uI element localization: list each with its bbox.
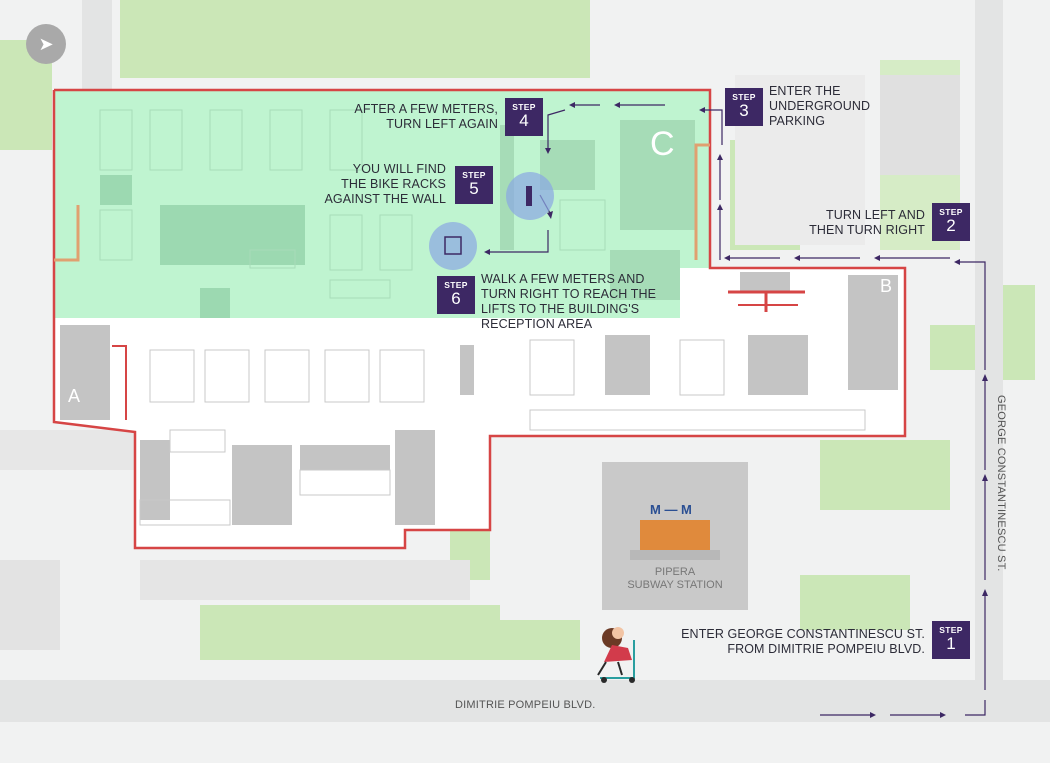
bike-rack-icon xyxy=(526,186,532,206)
building-label-a: A xyxy=(68,386,81,406)
lift-icon xyxy=(444,236,462,255)
compass-arrow-icon: ➤ xyxy=(26,24,66,64)
street-label-right: GEORGE CONSTANTINESCU ST. xyxy=(995,395,1007,572)
step-4-instruction: AFTER A FEW METERS,TURN LEFT AGAIN xyxy=(354,102,498,131)
building-label-c: C xyxy=(650,125,675,163)
subway-station-label: PIPERA SUBWAY STATION xyxy=(627,566,723,591)
step-1-instruction: ENTER GEORGE CONSTANTINESCU ST.FROM DIMI… xyxy=(681,627,925,656)
lift-marker xyxy=(429,222,477,270)
street-label-bottom: DIMITRIE POMPEIU BLVD. xyxy=(455,699,596,711)
scooter-rider-icon xyxy=(597,627,635,683)
building-label-b: B xyxy=(880,276,893,296)
metro-logo: M — M xyxy=(650,502,692,517)
